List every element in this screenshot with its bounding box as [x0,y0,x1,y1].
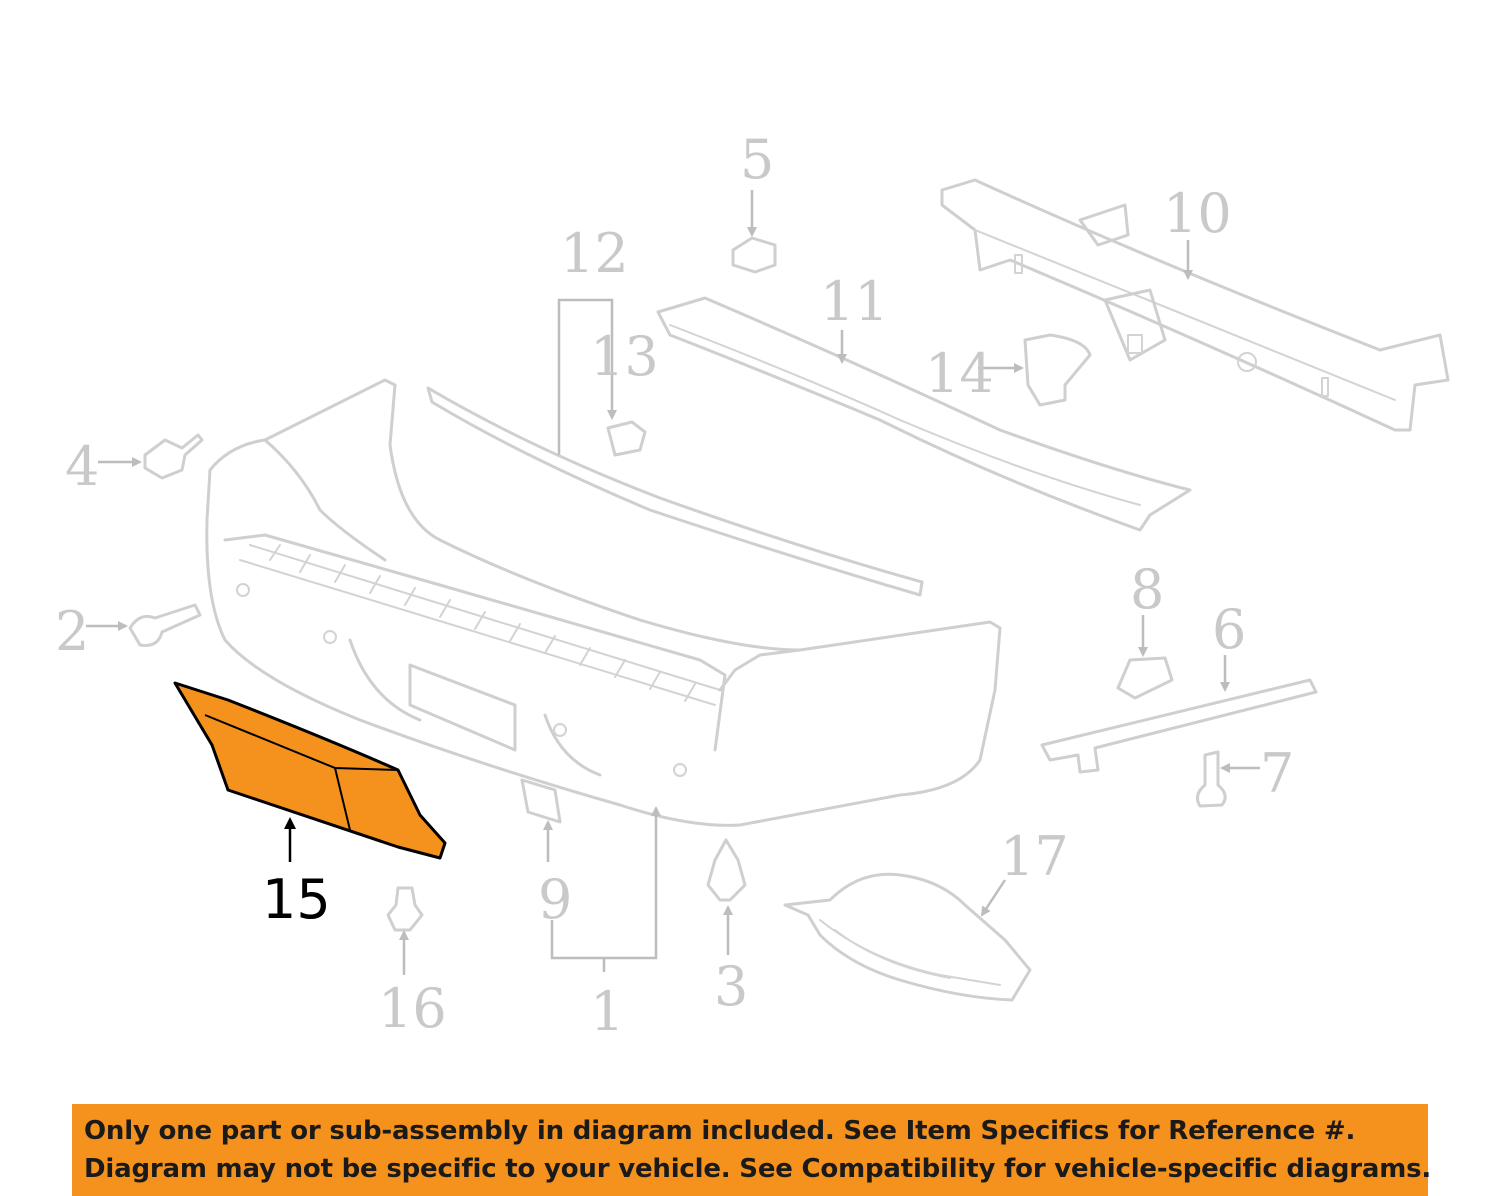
callout-16: 16 [378,977,447,1040]
screw-7 [1195,750,1227,808]
bolt-4 [143,433,204,480]
callout-4: 4 [65,435,99,498]
energy-absorber [656,296,1192,532]
disclaimer-line-1: Only one part or sub-assembly in diagram… [84,1116,1356,1146]
clip-13 [606,420,647,457]
callout-3: 3 [714,955,748,1018]
callout-2: 2 [55,600,89,663]
bracket-6 [1040,678,1318,774]
callout-10: 10 [1163,182,1232,245]
callout-14: 14 [925,342,994,405]
clip-8 [1116,656,1174,700]
clip-5 [731,236,777,274]
plug-9 [520,778,562,824]
disclaimer-banner: Only one part or sub-assembly in diagram… [72,1104,1432,1196]
bumper-cover [205,378,1002,827]
push-pin-2 [128,603,202,647]
impact-bar [940,178,1450,432]
callout-8: 8 [1130,558,1164,621]
callout-12: 12 [560,222,629,285]
callout-1: 1 [590,980,624,1043]
deflector-part-15 [173,681,447,860]
callout-9: 9 [538,868,572,931]
upper-trim-strip [426,386,924,597]
pin-3 [706,838,747,902]
disclaimer-line-2: Diagram may not be specific to your vehi… [84,1154,1432,1184]
callout-13: 13 [590,325,659,388]
callout-11: 11 [820,270,889,333]
callout-15: 15 [262,868,331,931]
callout-5: 5 [740,128,774,191]
exhaust-tip [783,872,1032,1002]
parts-diagram: 5 12 13 11 10 14 4 2 8 6 7 9 1 3 16 17 1… [55,128,1450,1043]
sensor [1023,333,1092,407]
callout-6: 6 [1212,598,1246,661]
callout-17: 17 [1000,825,1069,888]
callout-7: 7 [1260,742,1294,805]
callout-leaders [86,190,1260,975]
fastener-16 [386,886,424,932]
